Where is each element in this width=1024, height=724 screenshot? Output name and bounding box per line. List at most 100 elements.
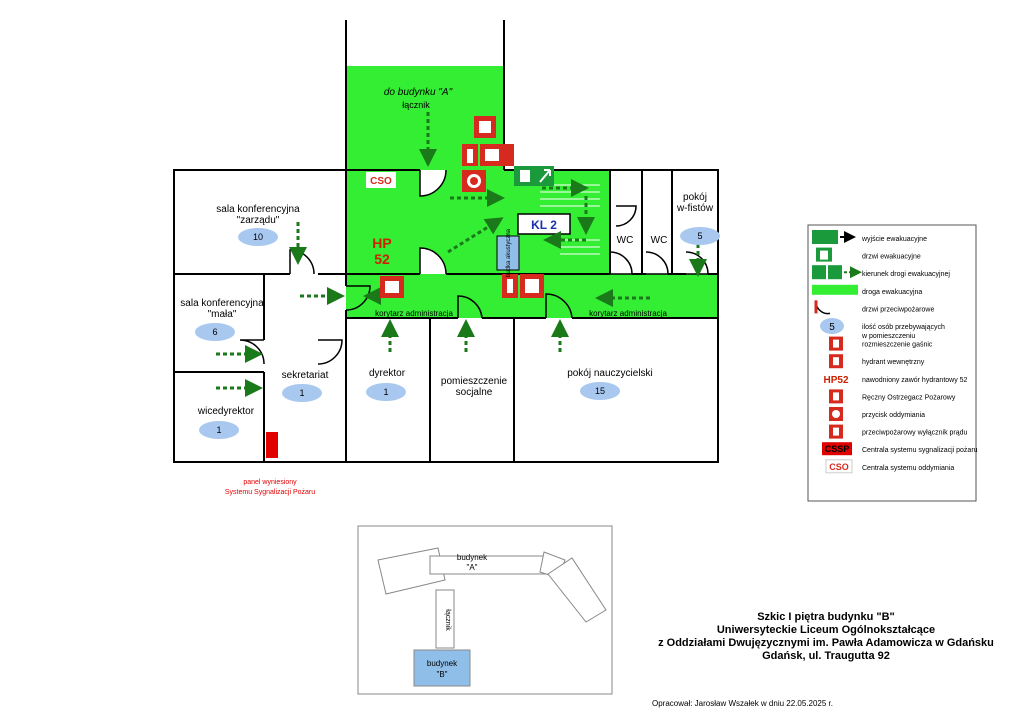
room-name-line2: "zarządu" (237, 215, 280, 226)
cso-label: CSO (370, 176, 392, 187)
room-zarzadu: sala konferencyjna"zarządu"10 (216, 204, 300, 246)
title-block: Szkic I piętra budynku "B" Uniwersytecki… (652, 611, 994, 708)
legend-row: droga ewakuacyjna (812, 284, 922, 296)
room-name: pomieszczenie (441, 376, 508, 387)
title-line-4: Gdańsk, ul. Traugutta 92 (762, 650, 890, 662)
author-footer: Opracował: Jarosław Wszałek w dniu 22.05… (652, 699, 833, 708)
legend-label: nawodniony zawór hydrantowy 52 (862, 377, 968, 384)
fire-door-icon (814, 300, 831, 315)
legend-row: hydrant wewnętrzny (829, 354, 925, 369)
legend-label: Centrala systemu sygnalizacji pożaru (862, 447, 978, 454)
legend-label: ilość osób przebywających (862, 324, 945, 331)
extinguisher-icon (829, 336, 843, 351)
people-count: 1 (299, 388, 304, 398)
to-building-a-label: do budynku "A" (384, 87, 453, 98)
manual-call-point-icon (829, 389, 843, 404)
panel-label-1: panel wyniesiony (243, 479, 297, 486)
legend-label: przeciwpożarowy wyłącznik prądu (862, 430, 968, 437)
room-name: pokój nauczycielski (567, 368, 653, 379)
hp-label: HP (372, 235, 391, 251)
lift-label: budka akustyczna (506, 228, 512, 277)
minimap-building-b: budynek (427, 659, 458, 668)
legend-label: przycisk oddymiania (862, 412, 925, 419)
evac-direction-icon (812, 265, 862, 280)
legend-sample: 5 (829, 322, 835, 333)
room-wc2: WC (651, 235, 668, 246)
room-wc1: WC (617, 235, 634, 246)
legend-sample: CSSP (825, 444, 850, 454)
people-count: 1 (216, 425, 221, 435)
site-minimap: budynek "A" łącznik budynek "B" (357, 525, 613, 695)
manual-call-point-icon (474, 116, 496, 138)
walls (173, 20, 719, 463)
title-line-2: Uniwersyteckie Liceum Ogólnokształcące (717, 624, 935, 636)
title-line-3: z Oddziałami Dwujęzycznymi im. Pawła Ada… (658, 637, 994, 649)
people-count-bubble (680, 227, 720, 245)
corridor-extinguisher-icon (502, 274, 518, 298)
legend-label: Ręczny Ostrzegacz Pożarowy (862, 394, 956, 401)
room-name: pokój (683, 192, 707, 203)
people-count: 5 (697, 231, 702, 241)
legend-label: wyjście ewakuacyjne (861, 236, 927, 243)
extinguisher-icon (462, 144, 478, 166)
power-switch-icon (504, 144, 514, 166)
room-mala: sala konferencyjna"mała"6 (180, 298, 264, 341)
minimap-building-a: budynek (457, 553, 488, 562)
legend-label: drzwi przeciwpożarowe (862, 306, 934, 313)
power-switch-icon (829, 424, 843, 439)
legend-row: CSSP Centrala systemu sygnalizacji pożaru (822, 442, 978, 456)
room-name: sala konferencyjna (180, 298, 264, 309)
people-count-bubble (580, 382, 620, 400)
room-name: dyrektor (369, 368, 406, 379)
legend-sample: CSO (829, 462, 849, 472)
exit-sign-icon (812, 230, 856, 244)
legend-row: przeciwpożarowy wyłącznik prądu (829, 424, 968, 439)
room-name-line2: socjalne (456, 387, 493, 398)
people-count-bubble (195, 323, 235, 341)
legend-row: Ręczny Ostrzegacz Pożarowy (829, 389, 956, 404)
hp-number-label: 52 (374, 251, 390, 267)
corridor-hydrant-icon (520, 274, 544, 298)
smoke-button-icon (462, 170, 486, 192)
legend-label: hydrant wewnętrzny (862, 359, 925, 366)
legend-label: droga ewakuacyjna (862, 289, 922, 296)
cssp-icon: CSSP (822, 442, 852, 456)
people-count: 15 (595, 386, 605, 396)
minimap-building-a-name: "A" (466, 563, 477, 572)
cso-icon: CSO (825, 459, 853, 474)
rooms: sala konferencyjna "zarządu" 10 sala konfer… (180, 192, 720, 439)
legend-label: Centrala systemu oddymiania (862, 465, 954, 472)
room-name-line2: "mała" (208, 309, 237, 320)
evac-door-icon (816, 247, 832, 262)
legend-label: drzwi ewakuacyjne (862, 254, 921, 261)
people-count-bubble (366, 383, 406, 401)
smoke-button-icon (829, 407, 843, 421)
people-count: 10 (253, 232, 263, 242)
fire-alarm-panel (266, 432, 278, 458)
corridor-label-2: korytarz administracja (589, 309, 667, 318)
legend-row: rozmieszczenie gaśnic (829, 336, 933, 351)
corridor-label-1: korytarz administracja (375, 309, 453, 318)
plan-labels: do budynku "A" łącznik HP 52 KL 2 budka … (225, 87, 668, 496)
room-dyrektor: dyrektor 1 (366, 368, 406, 401)
people-count: 1 (383, 387, 388, 397)
hydrant-icon (480, 144, 504, 166)
corridor-hydrant-small-icon (380, 276, 404, 298)
hp52-icon: HP52 (823, 375, 848, 386)
hydrant-icon (829, 354, 843, 369)
kl-label: KL 2 (531, 218, 557, 232)
minimap-building-b-name: "B" (436, 670, 447, 679)
title-line-1: Szkic I piętra budynku "B" (757, 611, 895, 623)
legend-row: przycisk oddymiania (829, 407, 925, 421)
legend-row: wyjście ewakuacyjne (812, 230, 927, 244)
people-count-icon: 5 (820, 318, 844, 334)
legend-row: CSO Centrala systemu oddymiania (825, 459, 954, 474)
room-name: WC (651, 235, 668, 246)
panel-label-2: Systemu Sygnalizacji Pożaru (225, 489, 315, 496)
